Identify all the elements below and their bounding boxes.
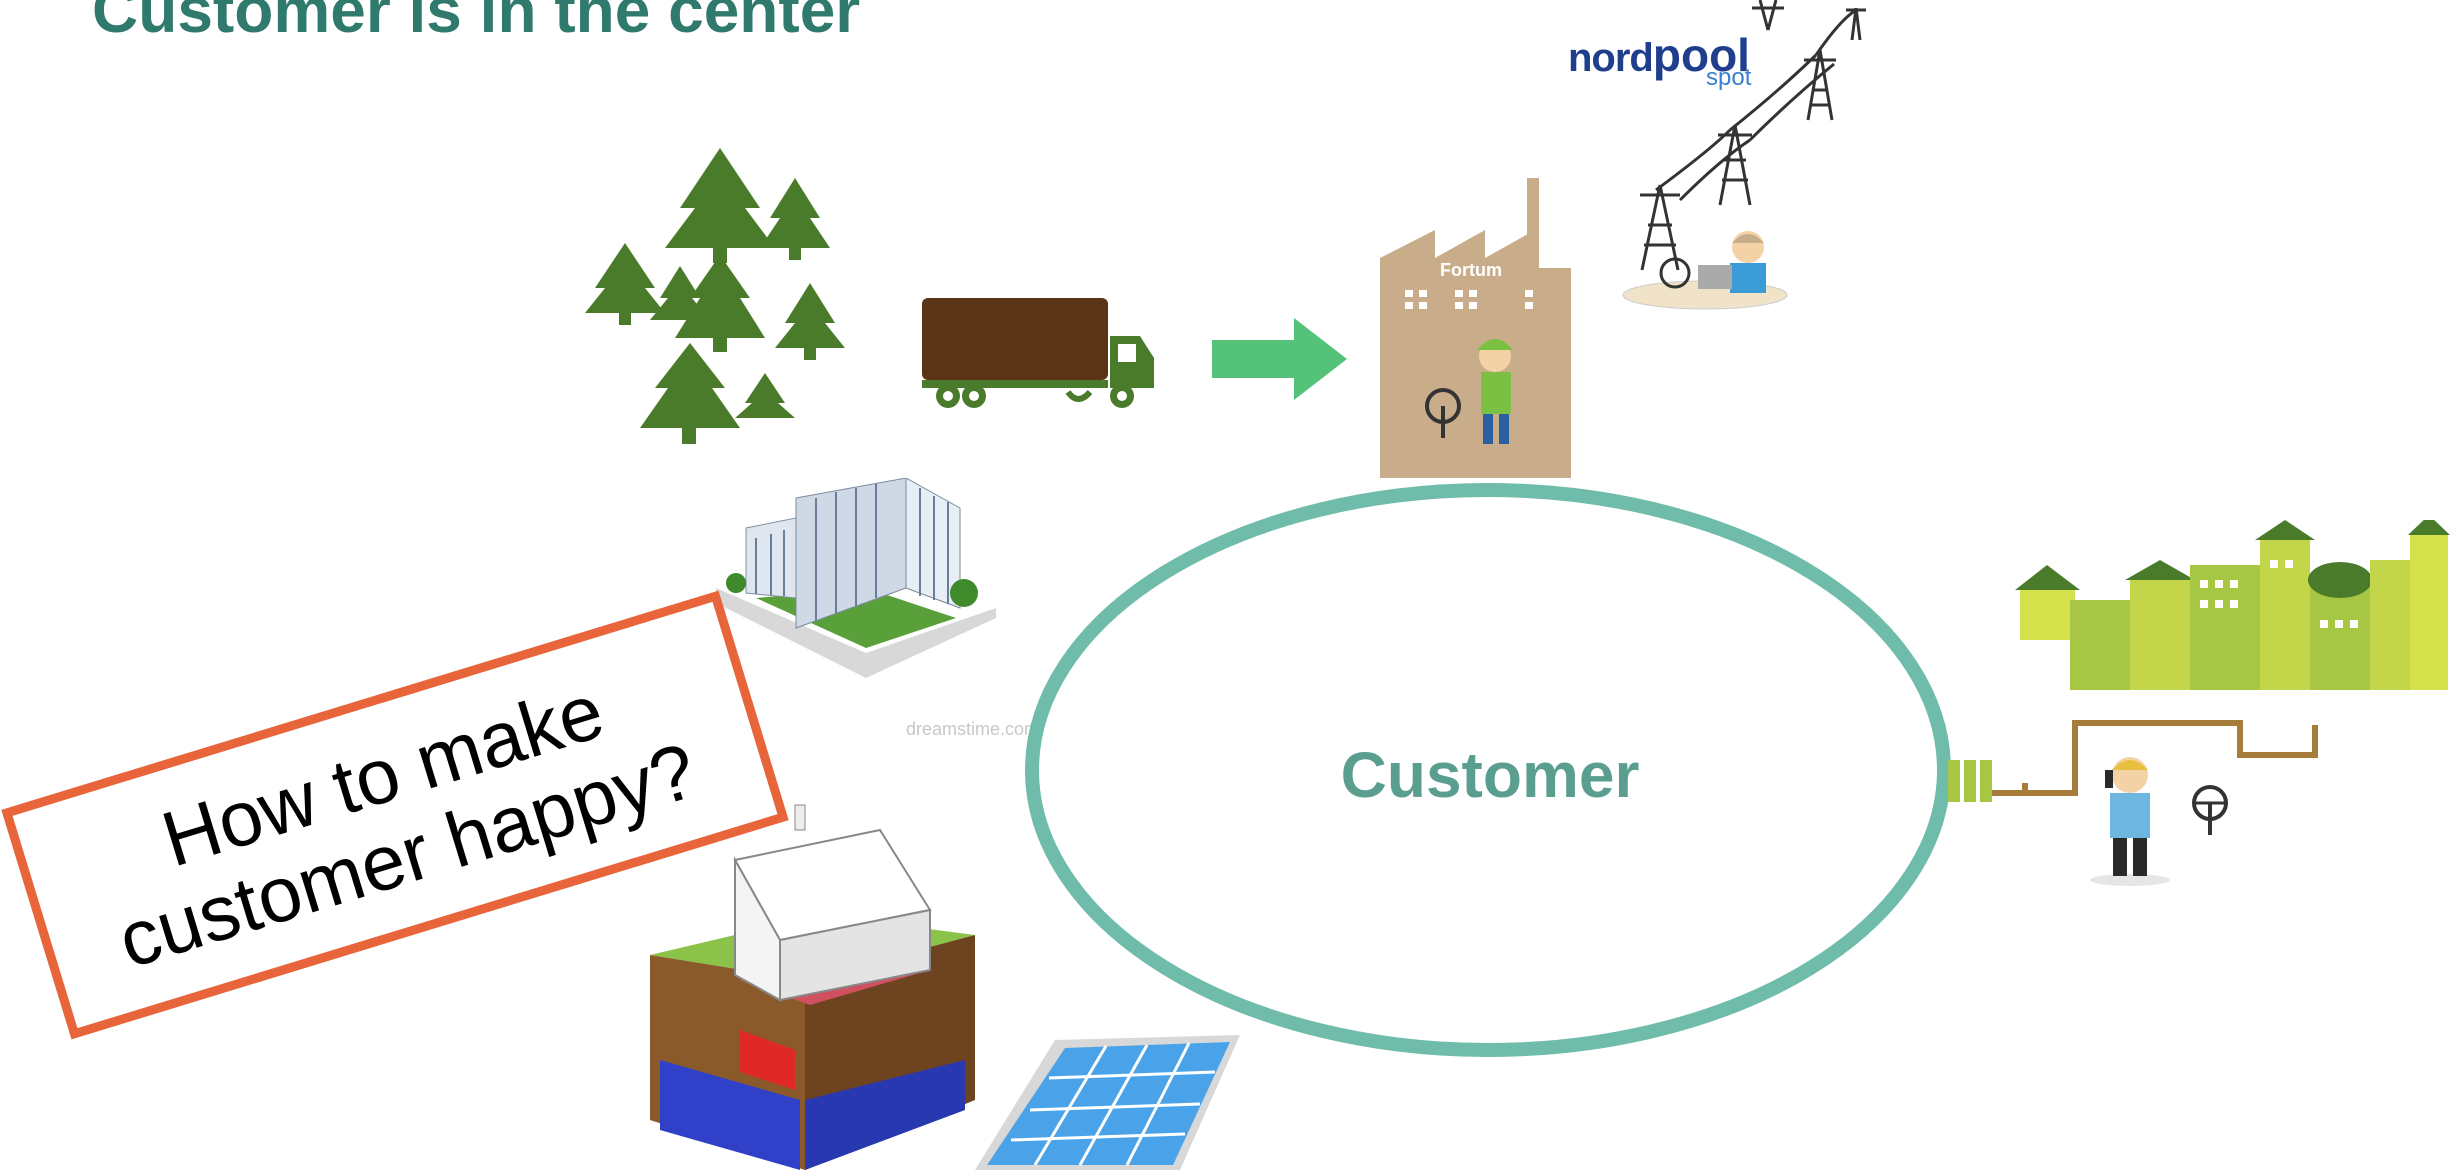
- pipe-icon: [1948, 720, 2318, 802]
- forest-icon: [585, 148, 845, 444]
- callout-text: How to make customer happy?: [108, 666, 707, 985]
- arrow-right-icon: [1212, 318, 1347, 400]
- nordpool-logo-spot: spot: [1706, 64, 1752, 91]
- power-lines-icon: [1640, 0, 1866, 270]
- trader-icon: [1622, 231, 1788, 310]
- city-icon: [2015, 520, 2450, 690]
- nordpool-logo: nordpool spot: [1568, 28, 1751, 91]
- customer-label: Customer: [1340, 739, 1640, 811]
- slide-title: Customer is in the center: [92, 0, 861, 46]
- factory-label: Fortum: [1440, 260, 1502, 280]
- nordpool-logo-pool: pool: [1652, 29, 1750, 81]
- house-heat-pump-icon: [650, 804, 975, 1170]
- nordpool-logo-nord: nord: [1568, 36, 1654, 80]
- truck-icon: [922, 298, 1154, 408]
- customer-ellipse: [1025, 483, 1951, 1057]
- solar-panel-icon: [975, 1035, 1240, 1170]
- watermark: dreamstime.com: [906, 719, 1040, 739]
- office-building-icon: [716, 478, 996, 678]
- factory-icon: [1380, 178, 1571, 478]
- customer-person-icon: [2090, 757, 2228, 886]
